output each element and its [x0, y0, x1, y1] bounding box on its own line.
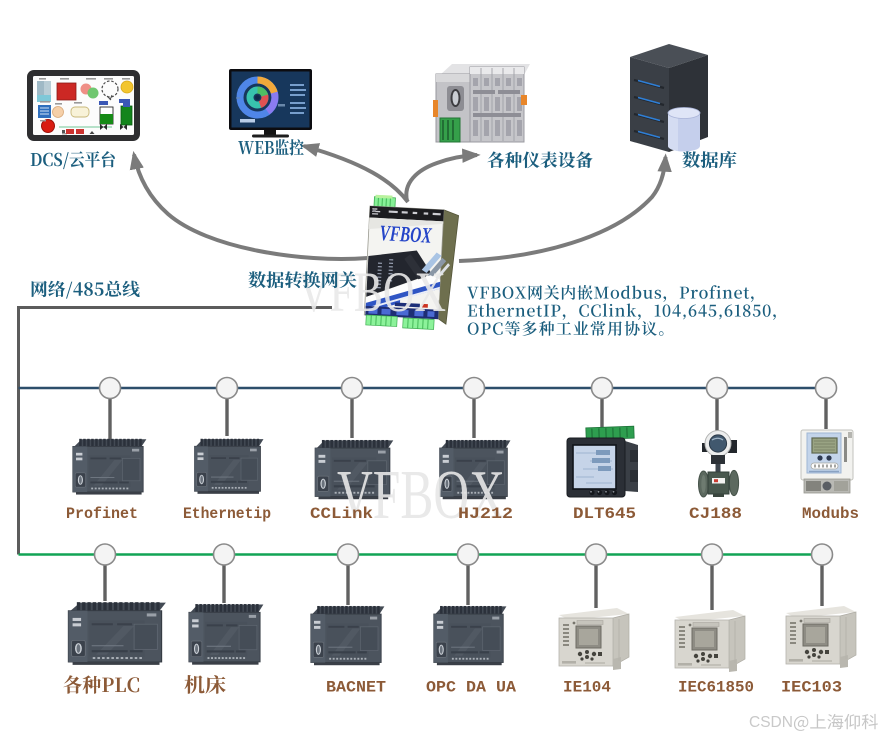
svg-text:DLT645: DLT645 [573, 505, 636, 523]
svg-text:CCLink: CCLink [310, 505, 373, 523]
svg-text:OPC DA UA: OPC DA UA [426, 679, 516, 697]
svg-text:HJ212: HJ212 [458, 505, 513, 523]
svg-text:Profinet: Profinet [66, 505, 138, 523]
svg-text:CJ188: CJ188 [689, 505, 742, 523]
svg-text:IEC103: IEC103 [781, 679, 842, 697]
svg-text:VFBOX: VFBOX [379, 220, 433, 248]
svg-text:Modubs: Modubs [802, 505, 859, 523]
svg-text:IEC61850: IEC61850 [678, 679, 754, 697]
svg-text:VFBOX: VFBOX [337, 457, 505, 534]
svg-text:BACNET: BACNET [326, 679, 386, 697]
svg-text:IE104: IE104 [563, 679, 611, 697]
svg-text:VFBOX: VFBOX [298, 261, 446, 324]
svg-text:Ethernetip: Ethernetip [183, 505, 271, 523]
svg-text:CSDN: CSDN [749, 714, 793, 731]
